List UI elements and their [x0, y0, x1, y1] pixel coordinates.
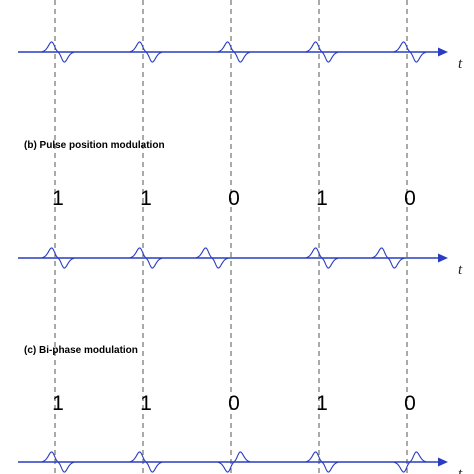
pulse-a-3 — [217, 41, 251, 63]
pulse-c-2 — [129, 451, 163, 473]
pulse-c-3 — [217, 451, 251, 473]
bit-label-b-2: 1 — [140, 187, 152, 210]
panel-c: (c) Bi-phase modulation 1 1 0 1 0 t — [18, 345, 463, 474]
bit-label-b-4: 1 — [316, 187, 328, 210]
bit-label-c-1: 1 — [52, 392, 64, 415]
panel-a: t — [18, 41, 463, 72]
pulse-a-5 — [393, 41, 427, 63]
pulse-c-5 — [393, 451, 427, 473]
bit-labels-b: 1 1 0 1 0 — [52, 187, 416, 210]
pulse-a-2 — [129, 41, 163, 63]
panel-b: (b) Pulse position modulation 1 1 0 1 0 … — [18, 140, 463, 278]
bit-label-c-2: 1 — [140, 392, 152, 415]
bit-label-b-3: 0 — [228, 187, 240, 210]
pulse-b-4 — [305, 247, 339, 269]
pulse-c-1 — [41, 451, 75, 473]
pulse-b-1 — [41, 247, 75, 269]
time-axis-arrow-b — [438, 253, 448, 263]
caption-c: (c) Bi-phase modulation — [24, 345, 138, 356]
bit-label-b-1: 1 — [52, 187, 64, 210]
slot-guides — [54, 0, 408, 474]
time-label-c: t — [458, 466, 463, 474]
time-axis-arrow-c — [438, 457, 448, 467]
pulse-train-a — [41, 41, 427, 63]
pulse-b-5 — [371, 247, 405, 269]
pulse-a-1 — [41, 41, 75, 63]
pulse-a-4 — [305, 41, 339, 63]
pulse-b-2 — [129, 247, 163, 269]
time-label-a: t — [458, 56, 463, 72]
bit-label-c-3: 0 — [228, 392, 240, 415]
pulse-train-b — [41, 247, 405, 269]
pulse-c-4 — [305, 451, 339, 473]
bit-label-c-4: 1 — [316, 392, 328, 415]
pulse-train-c — [41, 451, 427, 473]
caption-b: (b) Pulse position modulation — [24, 140, 165, 151]
bit-label-c-5: 0 — [404, 392, 416, 415]
bit-label-b-5: 0 — [404, 187, 416, 210]
bit-labels-c: 1 1 0 1 0 — [52, 392, 416, 415]
time-label-b: t — [458, 262, 463, 278]
time-axis-arrow-a — [438, 47, 448, 57]
pulse-b-3 — [195, 247, 229, 269]
